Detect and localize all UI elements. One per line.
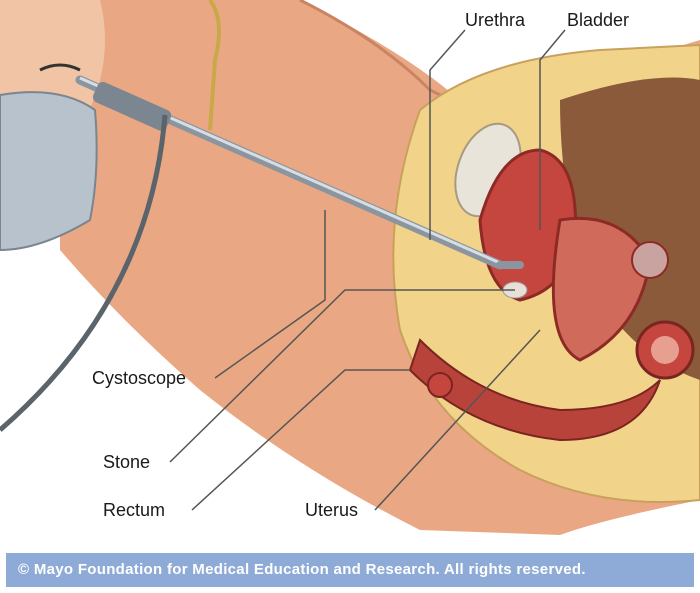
label-cystoscope: Cystoscope (92, 368, 187, 388)
rectum (408, 338, 661, 442)
face (0, 0, 105, 120)
light-cable (0, 114, 168, 432)
uterus (551, 216, 652, 362)
copyright-footer: © Mayo Foundation for Medical Education … (6, 553, 694, 587)
label-stone: Stone (103, 452, 151, 472)
label-uterus: Uterus (305, 500, 359, 520)
leader-lines (169, 29, 566, 511)
label-urethra: Urethra (465, 10, 526, 30)
label-bladder: Bladder (567, 10, 630, 30)
label-rectum: Rectum (103, 500, 166, 520)
surgical-mask (0, 91, 98, 252)
